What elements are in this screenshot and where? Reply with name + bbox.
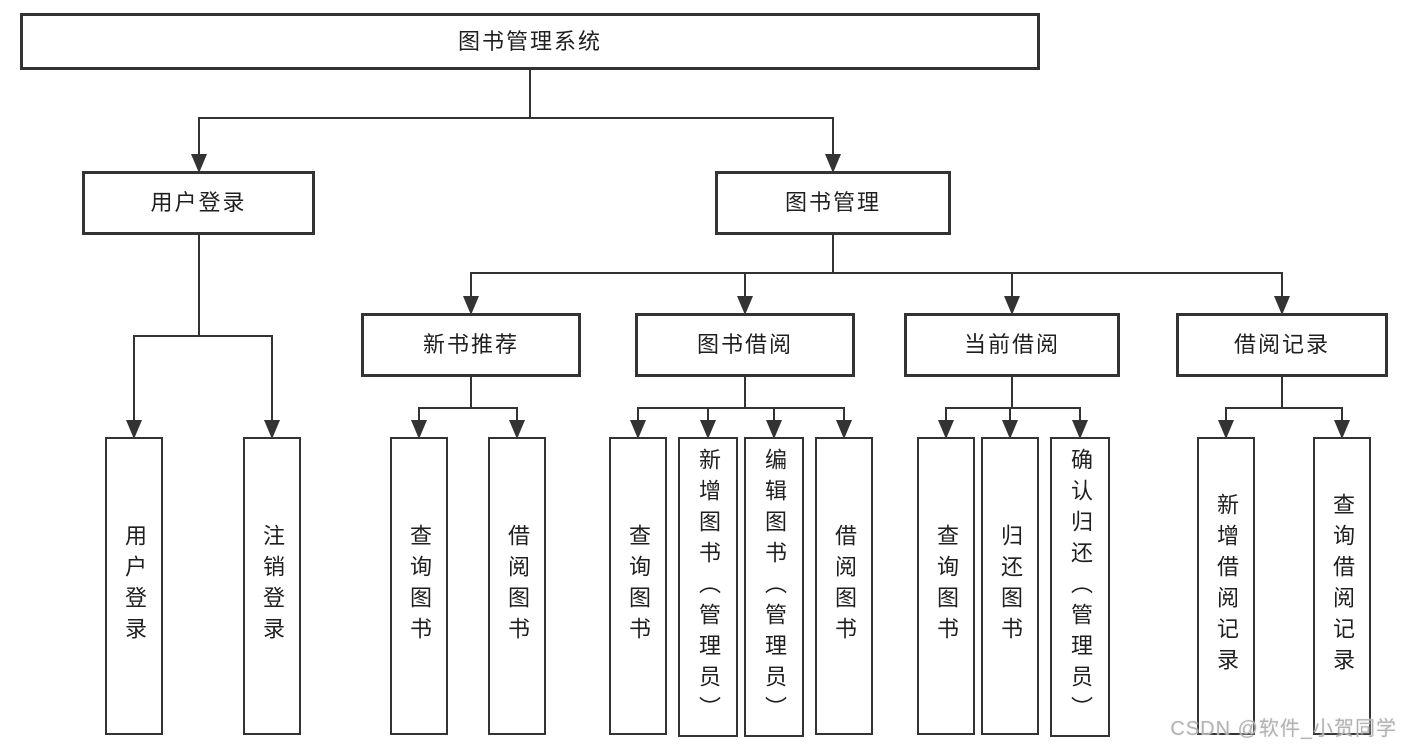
connector-arrow: [463, 296, 479, 315]
connector-arrow: [1002, 420, 1018, 439]
node-label: 借阅图书: [832, 524, 857, 648]
connector-line: [1281, 377, 1283, 408]
connector-arrow: [190, 154, 207, 173]
connector-line: [1341, 408, 1343, 421]
connector-line: [832, 118, 834, 155]
node-label: 图书管理系统: [457, 28, 602, 54]
node-label: 新书推荐: [422, 332, 519, 357]
node-new-book-recommend: 新书推荐: [361, 313, 581, 377]
node-label: 借阅记录: [1233, 332, 1330, 357]
node-label: 新增借阅记录: [1214, 493, 1239, 679]
node-bor-query-books: 查询图书: [609, 437, 667, 735]
node-label: 查询图书: [407, 524, 432, 648]
connector-line: [418, 407, 518, 409]
connector-line: [197, 117, 834, 119]
connector-arrow: [264, 420, 280, 439]
connector-arrow: [825, 154, 841, 173]
node-label: 当前借阅: [963, 332, 1060, 357]
node-label: 查询借阅记录: [1330, 493, 1355, 679]
connector-line: [843, 408, 845, 421]
connector-line: [470, 377, 472, 408]
node-book-borrowing: 图书借阅: [635, 313, 855, 377]
node-label: 查询图书: [626, 524, 651, 648]
connector-line: [133, 335, 273, 337]
connector-line: [832, 235, 834, 273]
connector-line: [945, 408, 947, 421]
node-label: 确认归还（管理员）: [1068, 447, 1093, 727]
connector-arrow: [836, 420, 852, 439]
node-book-management: 图书管理: [715, 171, 951, 235]
node-label: 注销登录: [260, 524, 285, 648]
node-label: 用户登录: [122, 524, 147, 648]
node-label: 图书借阅: [696, 332, 793, 357]
connector-arrow: [1274, 296, 1290, 315]
connector-line: [637, 407, 845, 409]
connector-arrow: [766, 420, 782, 439]
node-login-op: 用户登录: [105, 437, 163, 735]
connector-line: [470, 273, 472, 297]
node-bor-borrow-books: 借阅图书: [815, 437, 873, 735]
node-rcd-add-record: 新增借阅记录: [1197, 437, 1255, 735]
node-cur-query-books: 查询图书: [917, 437, 975, 735]
node-current-borrowing: 当前借阅: [904, 313, 1120, 377]
connector-arrow: [1218, 420, 1234, 439]
node-borrow-records: 借阅记录: [1176, 313, 1388, 377]
node-cur-confirm-return: 确认归还（管理员）: [1050, 437, 1110, 737]
connector-line: [271, 336, 273, 421]
connector-line: [529, 70, 531, 118]
csdn-watermark: CSDN @软件_小贺同学: [1170, 718, 1397, 740]
connector-line: [773, 408, 775, 421]
connector-arrow: [509, 420, 525, 439]
connector-line: [133, 336, 135, 421]
connector-line: [197, 235, 200, 336]
node-label: 图书管理: [784, 190, 881, 215]
node-library-system: 图书管理系统: [20, 13, 1040, 70]
node-label: 新增图书（管理员）: [696, 447, 721, 727]
connector-arrow: [1004, 296, 1020, 315]
connector-line: [470, 272, 1283, 274]
node-rcd-query-record: 查询借阅记录: [1313, 437, 1371, 735]
node-user-login: 用户登录: [82, 171, 315, 235]
node-cur-return-books: 归还图书: [981, 437, 1039, 735]
connector-arrow: [1334, 420, 1350, 439]
connector-line: [1225, 407, 1343, 409]
connector-arrow: [938, 420, 954, 439]
node-label: 编辑图书（管理员）: [762, 447, 787, 727]
connector-arrow: [126, 420, 142, 439]
connector-line: [1281, 273, 1283, 297]
connector-line: [945, 407, 1081, 409]
connector-line: [418, 408, 420, 421]
node-bor-edit-books: 编辑图书（管理员）: [744, 437, 804, 737]
node-rec-query-books: 查询图书: [390, 437, 448, 735]
connector-line: [707, 408, 709, 421]
connector-line: [1009, 408, 1011, 421]
connector-arrow: [630, 420, 646, 439]
connector-line: [637, 408, 639, 421]
connector-arrow: [737, 296, 753, 315]
node-label: 查询图书: [934, 524, 959, 648]
connector-line: [744, 377, 746, 408]
connector-line: [744, 273, 746, 297]
connector-line: [197, 118, 200, 155]
connector-arrow: [700, 420, 716, 439]
node-label: 借阅图书: [505, 524, 530, 648]
connector-arrow: [411, 420, 427, 439]
connector-line: [1079, 408, 1081, 421]
connector-line: [1011, 377, 1013, 408]
connector-line: [1225, 408, 1227, 421]
node-bor-add-books: 新增图书（管理员）: [678, 437, 738, 737]
node-rec-borrow-books: 借阅图书: [488, 437, 546, 735]
node-label: 归还图书: [998, 524, 1023, 648]
connector-line: [1011, 273, 1013, 297]
node-logout-op: 注销登录: [243, 437, 301, 735]
node-label: 用户登录: [150, 190, 247, 215]
connector-arrow: [1072, 420, 1088, 439]
connector-line: [516, 408, 518, 421]
